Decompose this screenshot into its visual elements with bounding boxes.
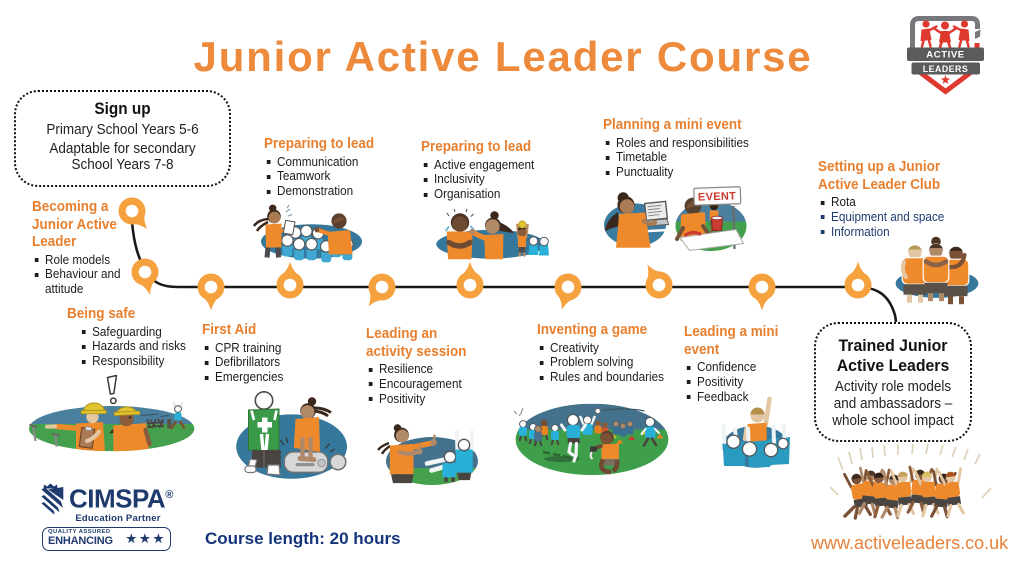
svg-text:EVENT: EVENT [698,190,737,203]
svg-text:ACTIVE: ACTIVE [926,50,964,61]
svg-text:LEADERS: LEADERS [923,64,969,74]
